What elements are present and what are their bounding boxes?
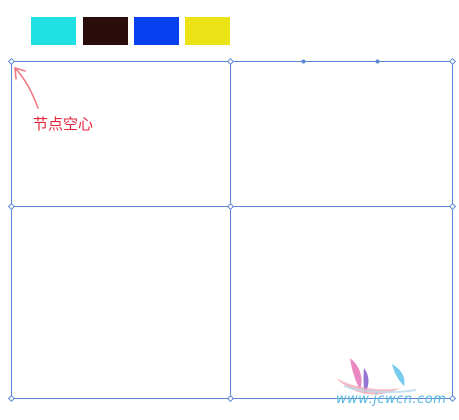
anchor-nodes[interactable] bbox=[7, 57, 457, 403]
anchor-node[interactable] bbox=[7, 202, 16, 211]
handle-dot[interactable] bbox=[375, 59, 380, 64]
anchor-node[interactable] bbox=[7, 394, 16, 403]
annotation-arrow bbox=[14, 67, 39, 109]
anchor-node[interactable] bbox=[448, 394, 457, 403]
swatch-yellow[interactable] bbox=[185, 17, 230, 45]
swatch-dark-brown[interactable] bbox=[83, 17, 128, 45]
anchor-node[interactable] bbox=[448, 202, 457, 211]
handle-dots[interactable] bbox=[301, 59, 380, 64]
watermark-text: www.jcwcn.com bbox=[336, 392, 447, 407]
anchor-node[interactable] bbox=[448, 57, 457, 66]
handle-dot[interactable] bbox=[301, 59, 306, 64]
anchor-node[interactable] bbox=[226, 394, 235, 403]
anchor-node[interactable] bbox=[226, 202, 235, 211]
swatch-cyan[interactable] bbox=[31, 17, 76, 45]
swatch-blue[interactable] bbox=[134, 17, 179, 45]
anchor-node[interactable] bbox=[226, 57, 235, 66]
annotation-label: 节点空心 bbox=[33, 115, 94, 133]
watermark-logo bbox=[336, 358, 417, 395]
anchor-node[interactable] bbox=[7, 57, 16, 66]
